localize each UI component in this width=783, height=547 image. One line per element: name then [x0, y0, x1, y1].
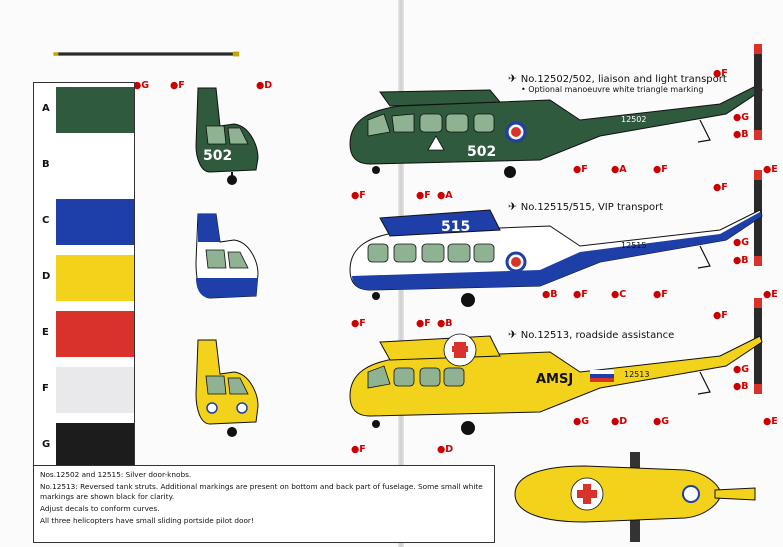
heli3-side-view: [349, 333, 763, 435]
callout-c-h2: ●C: [611, 289, 627, 300]
callout-d-h3-a: ●D: [437, 444, 454, 455]
color-chart: A B C D E F G: [33, 82, 135, 476]
callout-f-h2-b: ●F: [416, 318, 431, 329]
heli1-front-number: 502: [203, 148, 233, 164]
heli3-title: ✈ No.12513, roadside assistance: [508, 328, 675, 341]
note-line-2: No.12513: Reversed tank struts. Addition…: [40, 482, 483, 501]
callout-f-h2-d: ●F: [653, 289, 668, 300]
color-swatch-b: [56, 143, 134, 189]
callout-d-blade: ●D: [256, 80, 273, 91]
color-chart-row-b: B: [34, 139, 134, 189]
callout-f-h2-a: ●F: [351, 318, 366, 329]
color-chart-row-e: E: [34, 307, 134, 357]
callout-f-blade: ●F: [170, 80, 185, 91]
callout-b-h2-c: ●B: [733, 255, 749, 266]
heli3-top-view: [514, 452, 756, 542]
heli3-front-view: [195, 339, 259, 437]
callout-f-h1-e: ●F: [713, 68, 728, 79]
note-line-1: Nos.12502 and 12515: Silver door-knobs.: [40, 470, 192, 479]
color-chart-row-c: C: [34, 195, 134, 245]
color-swatch-a: [56, 87, 134, 133]
callout-f-h2-c: ●F: [573, 289, 588, 300]
note-line-3: Adjust decals to conform curves.: [40, 504, 160, 513]
callout-g-h3-b: ●G: [653, 416, 670, 427]
heli1-front-view: [195, 87, 259, 185]
color-chart-letter: G: [42, 439, 51, 450]
color-chart-row-f: F: [34, 363, 134, 413]
color-swatch-e: [56, 311, 134, 357]
callout-f-h1-c: ●F: [573, 164, 588, 175]
callout-g-h2: ●G: [733, 237, 750, 248]
callout-f-h1-d: ●F: [653, 164, 668, 175]
heli2-tail-number: 12515: [621, 241, 647, 250]
callout-f-h3-b: ●F: [713, 310, 728, 321]
heli1-side-view: [349, 83, 763, 178]
callout-b-h2-a: ●B: [437, 318, 453, 329]
color-chart-letter: D: [42, 271, 51, 282]
heli3-tail-number: 12513: [624, 370, 650, 379]
callout-g-blade: ●G: [133, 80, 150, 91]
color-swatch-d: [56, 255, 134, 301]
tail-rotor-1: [754, 44, 762, 140]
color-chart-letter: A: [42, 103, 50, 114]
color-swatch-c: [56, 199, 134, 245]
callout-g-h1: ●G: [733, 112, 750, 123]
color-chart-row-d: D: [34, 251, 134, 301]
color-chart-row-g: G: [34, 419, 134, 469]
color-chart-letter: B: [42, 159, 50, 170]
note-line-4: All three helicopters have small sliding…: [40, 516, 254, 525]
callout-g-h3-a: ●G: [573, 416, 590, 427]
callout-f-h3-a: ●F: [351, 444, 366, 455]
tail-rotor-3: [754, 298, 762, 394]
color-swatch-f: [56, 367, 134, 413]
heli1-note: • Optional manoeuvre white triangle mark…: [521, 85, 704, 94]
heli1-tail-number: 12502: [621, 115, 647, 124]
callout-f-h2-e: ●F: [713, 182, 728, 193]
heli2-front-view: [195, 213, 259, 299]
heli3-fuselage-text: AMSJ: [536, 372, 574, 387]
callout-f-h1-a: ●F: [351, 190, 366, 201]
heli2-title: ✈ No.12515/515, VIP transport: [508, 200, 664, 213]
heli2-side-view: [349, 209, 763, 307]
callout-e-h1: ●E: [763, 164, 778, 175]
callout-a-h1-b: ●A: [611, 164, 627, 175]
callout-f-h1-b: ●F: [416, 190, 431, 201]
color-chart-letter: C: [42, 215, 50, 226]
color-chart-row-a: A: [34, 83, 134, 133]
callout-g-h3-c: ●G: [733, 364, 750, 375]
color-chart-letter: F: [42, 383, 49, 394]
callout-e-h3: ●E: [763, 416, 778, 427]
callout-b-h3: ●B: [733, 381, 749, 392]
heli1-side-number: 502: [467, 144, 497, 160]
callout-b-h2-b: ●B: [542, 289, 558, 300]
heli2-nose-number: 515: [441, 219, 471, 235]
notes-box: Nos.12502 and 12515: Silver door-knobs. …: [33, 465, 495, 543]
callout-b-h1: ●B: [733, 129, 749, 140]
rotor-blade-drawing: [53, 51, 240, 57]
color-swatch-g: [56, 423, 134, 469]
heli1-title: ✈ No.12502/502, liaison and light transp…: [508, 72, 727, 85]
callout-d-h3-b: ●D: [611, 416, 628, 427]
callout-a-h1-a: ●A: [437, 190, 453, 201]
callout-e-h2: ●E: [763, 289, 778, 300]
color-chart-letter: E: [42, 327, 49, 338]
